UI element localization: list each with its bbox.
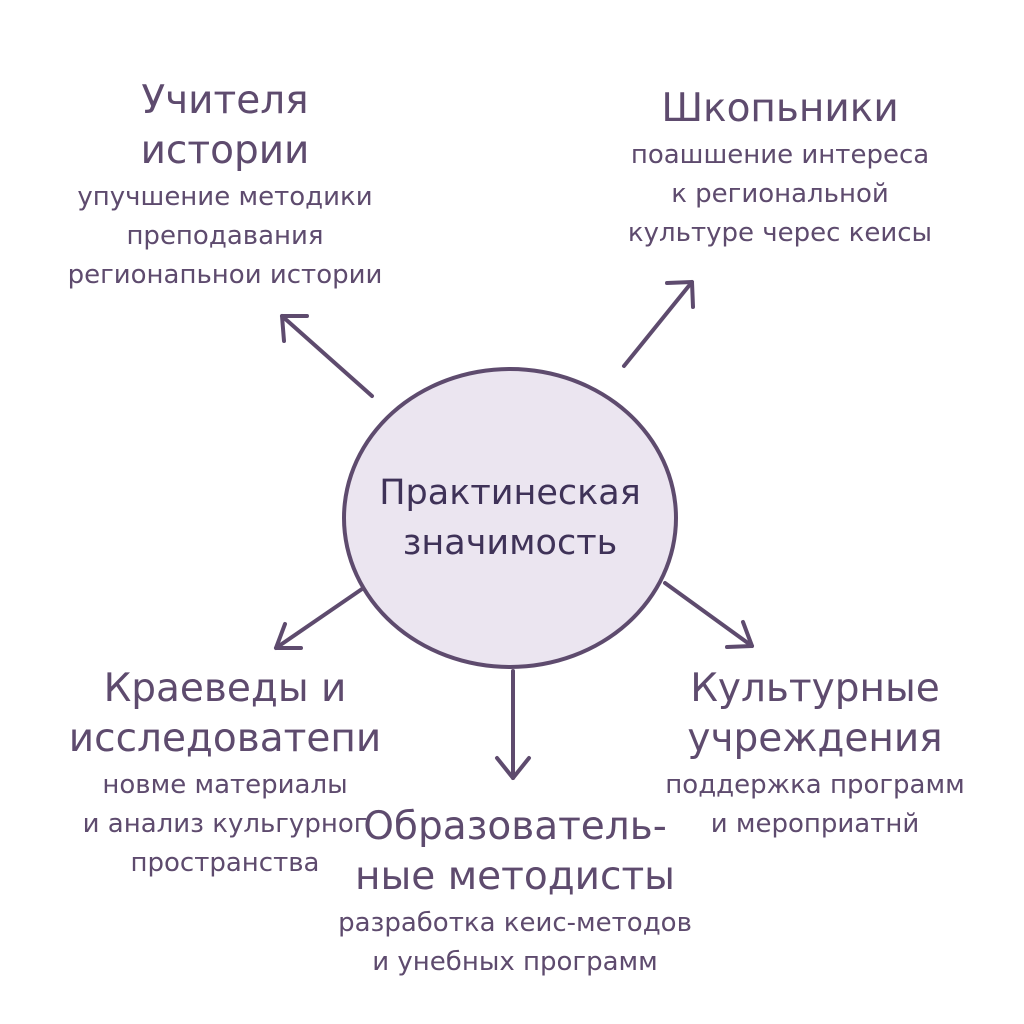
node-title-line: ные методисты <box>355 854 675 899</box>
arrow-to-culture <box>663 581 754 649</box>
node-desc-line: упучшение методики <box>77 182 373 212</box>
node-title: Краеведы и исследоватепи <box>20 664 430 764</box>
node-desc-line: поддержка программ <box>665 770 965 800</box>
node-title: Образоватeль- ные методисты <box>290 802 740 902</box>
arrow-to-teachers <box>280 314 374 398</box>
node-cultural-institutions: Культурные учреждения поддержка программ… <box>630 664 1000 844</box>
node-title: Шкопьники <box>600 84 960 134</box>
node-description: поддержка программ и мероприатнй <box>630 766 1000 844</box>
node-local-historians: Краеведы и исследоватепи новме материалы… <box>20 664 430 883</box>
node-title: Учителя истории <box>40 76 410 176</box>
node-title-line: Краеведы и <box>103 666 347 711</box>
node-desc-line: новме материалы <box>102 770 348 800</box>
node-title-line: исследоватепи <box>68 716 382 761</box>
node-desc-line: и анализ кульгурног <box>82 809 368 839</box>
node-title-line: истории <box>140 128 310 173</box>
node-title-line: Шкопьники <box>661 86 899 131</box>
node-title-line: Учителя <box>141 78 309 123</box>
node-students: Шкопьники поашшение интереса к региональ… <box>600 84 960 253</box>
node-educational-methodists: Образоватeль- ные методисты разработка к… <box>290 802 740 982</box>
center-label-line-2: значимость <box>402 523 618 563</box>
node-desc-line: и унебных программ <box>372 947 658 977</box>
node-desc-line: культуре черес кеисы <box>627 218 933 248</box>
node-title-line: Образоватeль- <box>363 804 667 849</box>
arrow-to-students <box>622 280 695 368</box>
center-circle: Практинеская значимость <box>342 367 678 669</box>
node-desc-line: преподавания <box>126 221 324 251</box>
arrow-to-locals <box>274 587 364 650</box>
center-label-line-1: Практинеская <box>379 473 641 513</box>
node-title-line: учреждения <box>687 716 943 761</box>
node-desc-line: разработка кеис-методов <box>338 908 692 938</box>
arrow-to-method <box>495 669 531 780</box>
center-label: Практинеская значимость <box>360 468 660 568</box>
node-desc-line: и мероприатнй <box>710 809 920 839</box>
node-desc-line: пространства <box>130 848 320 878</box>
node-title: Культурные учреждения <box>630 664 1000 764</box>
node-desc-line: к региональной <box>671 179 889 209</box>
node-description: разработка кеис-методов и унебных програ… <box>290 904 740 982</box>
node-description: новме материалы и анализ кульгурног прос… <box>20 766 430 883</box>
node-desc-line: поашшение интереса <box>630 140 930 170</box>
node-title-line: Культурные <box>690 666 940 711</box>
node-history-teachers: Учителя истории упучшение методики препо… <box>40 76 410 295</box>
node-description: упучшение методики преподавания регионап… <box>40 178 410 295</box>
node-description: поашшение интереса к региональной культу… <box>600 136 960 253</box>
node-desc-line: регионапьнои истории <box>67 260 383 290</box>
